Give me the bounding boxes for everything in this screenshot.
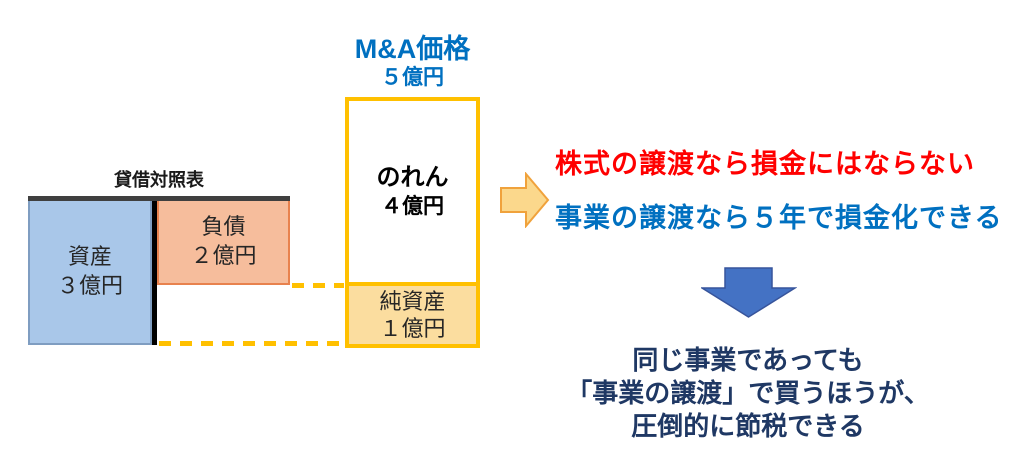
net-assets-label: 純資産 xyxy=(379,289,446,314)
liabilities-box: 負債 ２億円 xyxy=(157,196,290,285)
goodwill-value: ４億円 xyxy=(381,194,444,218)
net-assets-section: 純資産 １億円 xyxy=(349,286,476,344)
ma-price-value: ５億円 xyxy=(381,66,444,89)
right-arrow-shape xyxy=(500,172,550,228)
conclusion-line-2: 「事業の譲渡」で買うほうが、 xyxy=(566,378,930,408)
net-assets-value: １億円 xyxy=(379,316,446,341)
assets-box: 資産 ３億円 xyxy=(28,196,152,345)
down-arrow-shape xyxy=(701,267,797,318)
note-business-transfer: 事業の譲渡なら５年で損金化できる xyxy=(555,203,1003,233)
balance-sheet-top-bar xyxy=(28,196,290,201)
liabilities-value: ２億円 xyxy=(190,242,257,268)
down-arrow-icon xyxy=(701,267,797,318)
net-assets-guide-dash-top xyxy=(292,283,344,288)
liabilities-label: 負債 xyxy=(201,213,246,239)
conclusion-line-1: 同じ事業であっても xyxy=(632,345,864,375)
conclusion-line-3: 圧倒的に節税できる xyxy=(631,411,865,441)
balance-sheet-title: 貸借対照表 xyxy=(114,170,204,190)
right-arrow-icon xyxy=(500,172,550,228)
goodwill-label: のれん xyxy=(376,163,449,191)
ma-box-divider xyxy=(349,282,476,286)
assets-label: 資産 xyxy=(67,243,112,269)
note-stock-transfer: 株式の譲渡なら損金にはならない xyxy=(555,149,975,179)
ma-price-box: のれん ４億円 純資産 １億円 xyxy=(345,97,480,348)
net-assets-guide-dash-bottom xyxy=(159,341,344,346)
goodwill-section: のれん ４億円 xyxy=(349,101,476,282)
conclusion-text: 同じ事業であっても 「事業の譲渡」で買うほうが、 圧倒的に節税できる xyxy=(498,344,998,443)
balance-sheet-center-divider xyxy=(152,196,157,345)
ma-price-title: M&A価格 xyxy=(354,34,471,64)
assets-value: ３億円 xyxy=(56,272,123,298)
